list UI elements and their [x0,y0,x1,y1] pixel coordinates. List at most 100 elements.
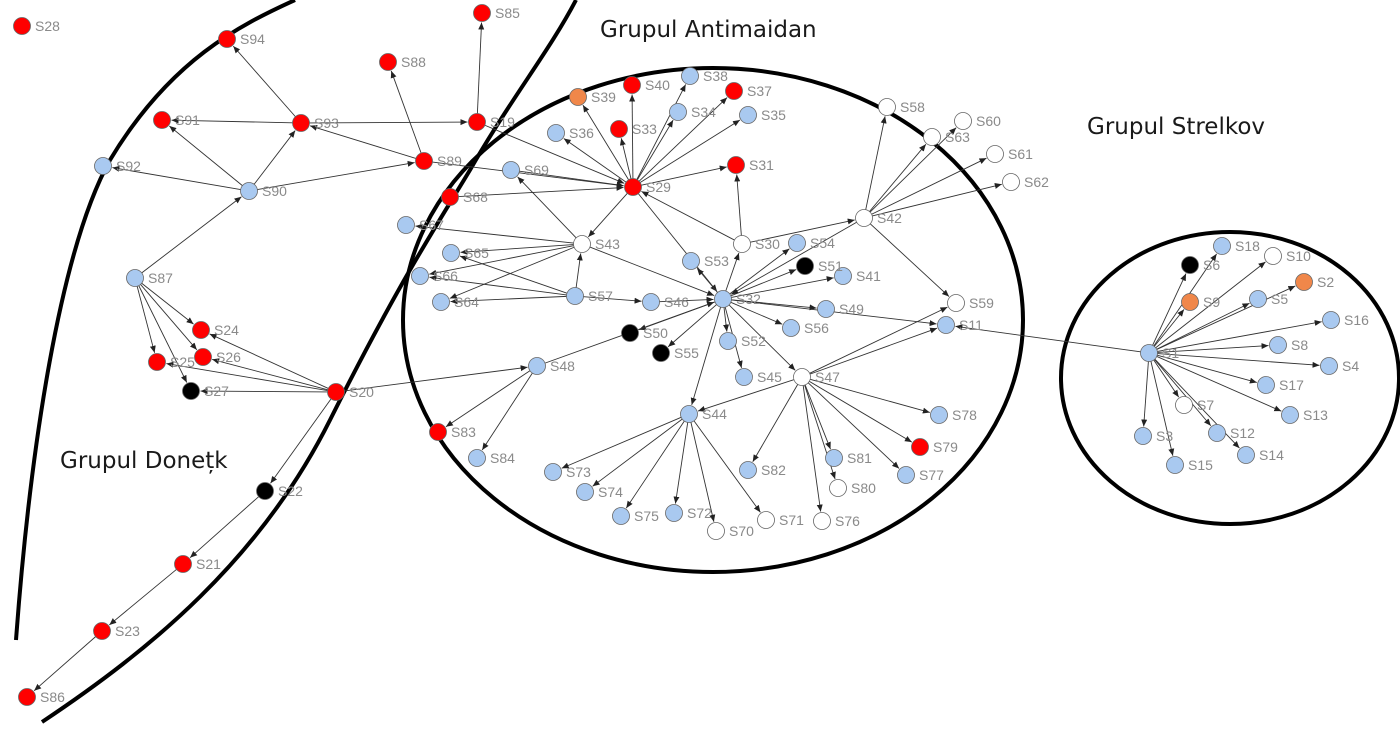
node-s76[interactable]: S76 [813,512,861,530]
node-s41[interactable]: S41 [834,267,882,285]
edge-s90-s92 [112,165,241,191]
node-s13[interactable]: S13 [1281,406,1329,424]
node-s93[interactable]: S93 [292,114,340,132]
node-s91[interactable]: S91 [153,111,201,129]
node-s81[interactable]: S81 [825,449,873,467]
node-s82[interactable]: S82 [739,461,787,479]
node-s88[interactable]: S88 [379,53,427,71]
node-s94[interactable]: S94 [218,30,266,48]
node-s33[interactable]: S33 [610,120,658,138]
node-s92[interactable]: S92 [94,157,142,175]
node-s62[interactable]: S62 [1002,173,1050,191]
node-s35[interactable]: S35 [739,106,787,124]
node-s86[interactable]: S86 [18,688,66,706]
node-s2[interactable]: S2 [1295,273,1335,291]
node-s85[interactable]: S85 [473,4,521,22]
node-circle [652,344,670,362]
node-s65[interactable]: S65 [442,244,490,262]
node-s60[interactable]: S60 [954,112,1002,130]
node-s29[interactable]: S29 [624,178,672,196]
node-s63[interactable]: S63 [923,128,971,146]
node-s15[interactable]: S15 [1166,456,1214,474]
node-s30[interactable]: S30 [733,235,781,253]
node-s83[interactable]: S83 [429,423,477,441]
node-s57[interactable]: S57 [566,287,614,305]
node-s49[interactable]: S49 [817,300,865,318]
node-circle [153,111,171,129]
node-s28[interactable]: S28 [13,17,61,35]
node-s67[interactable]: S67 [397,216,445,234]
node-s89[interactable]: S89 [415,152,463,170]
node-s80[interactable]: S80 [829,479,877,497]
node-s66[interactable]: S66 [411,267,459,285]
edge-s68-s29 [458,184,624,197]
node-s27[interactable]: S27 [182,382,230,400]
edge-s32-s56 [730,301,783,325]
node-s47[interactable]: S47 [793,368,841,386]
node-s56[interactable]: S56 [782,319,830,337]
node-s34[interactable]: S34 [669,103,717,121]
node-s37[interactable]: S37 [725,82,773,100]
node-s64[interactable]: S64 [432,293,480,311]
node-s87[interactable]: S87 [126,269,174,287]
node-s24[interactable]: S24 [192,321,240,339]
node-s23[interactable]: S23 [93,622,141,640]
node-s84[interactable]: S84 [468,449,516,467]
node-s71[interactable]: S71 [757,511,805,529]
node-s11[interactable]: S11 [937,316,984,334]
node-s38[interactable]: S38 [681,67,729,85]
node-s45[interactable]: S45 [735,368,783,386]
node-s79[interactable]: S79 [911,438,959,456]
edge-s29-s43 [587,193,628,238]
node-s78[interactable]: S78 [930,406,978,424]
node-s14[interactable]: S14 [1237,446,1285,464]
node-s31[interactable]: S31 [727,156,775,174]
node-s22[interactable]: S22 [256,482,304,500]
node-s44[interactable]: S44 [680,405,728,423]
node-s50[interactable]: S50 [621,324,669,342]
node-s68[interactable]: S68 [441,188,489,206]
node-s9[interactable]: S9 [1181,293,1221,311]
node-s7[interactable]: S7 [1175,396,1215,414]
node-s54[interactable]: S54 [788,234,836,252]
node-s6[interactable]: S6 [1181,256,1221,274]
node-s12[interactable]: S12 [1208,424,1256,442]
node-s77[interactable]: S77 [897,466,945,484]
node-s16[interactable]: S16 [1322,311,1370,329]
node-s43[interactable]: S43 [573,235,621,253]
node-s70[interactable]: S70 [707,522,755,540]
node-s19[interactable]: S19 [468,113,516,131]
node-s32[interactable]: S32 [714,290,762,308]
node-s61[interactable]: S61 [986,145,1034,163]
node-s42[interactable]: S42 [855,209,903,227]
node-s25[interactable]: S25 [148,353,196,371]
node-s3[interactable]: S3 [1134,427,1174,445]
node-s5[interactable]: S5 [1249,290,1289,308]
node-s55[interactable]: S55 [652,344,700,362]
node-s18[interactable]: S18 [1213,237,1261,255]
node-s10[interactable]: S10 [1264,247,1312,265]
node-s75[interactable]: S75 [612,507,660,525]
node-s1[interactable]: S1 [1140,344,1180,362]
node-s40[interactable]: S40 [623,76,671,94]
node-s48[interactable]: S48 [528,357,576,375]
node-s4[interactable]: S4 [1320,357,1360,375]
node-s20[interactable]: S20 [327,383,375,401]
node-s51[interactable]: S51 [796,257,844,275]
node-s72[interactable]: S72 [665,504,713,522]
node-s39[interactable]: S39 [569,88,617,106]
node-s59[interactable]: S59 [947,294,995,312]
node-s26[interactable]: S26 [194,348,242,366]
node-s46[interactable]: S46 [642,293,690,311]
node-s73[interactable]: S73 [544,463,592,481]
node-s21[interactable]: S21 [174,555,222,573]
node-s8[interactable]: S8 [1269,336,1309,354]
node-s36[interactable]: S36 [547,124,595,142]
node-s52[interactable]: S52 [719,332,767,350]
node-s90[interactable]: S90 [240,182,288,200]
node-s53[interactable]: S53 [682,252,730,270]
node-s58[interactable]: S58 [878,98,926,116]
node-s69[interactable]: S69 [502,161,550,179]
node-s74[interactable]: S74 [576,483,624,501]
node-s17[interactable]: S17 [1257,376,1305,394]
